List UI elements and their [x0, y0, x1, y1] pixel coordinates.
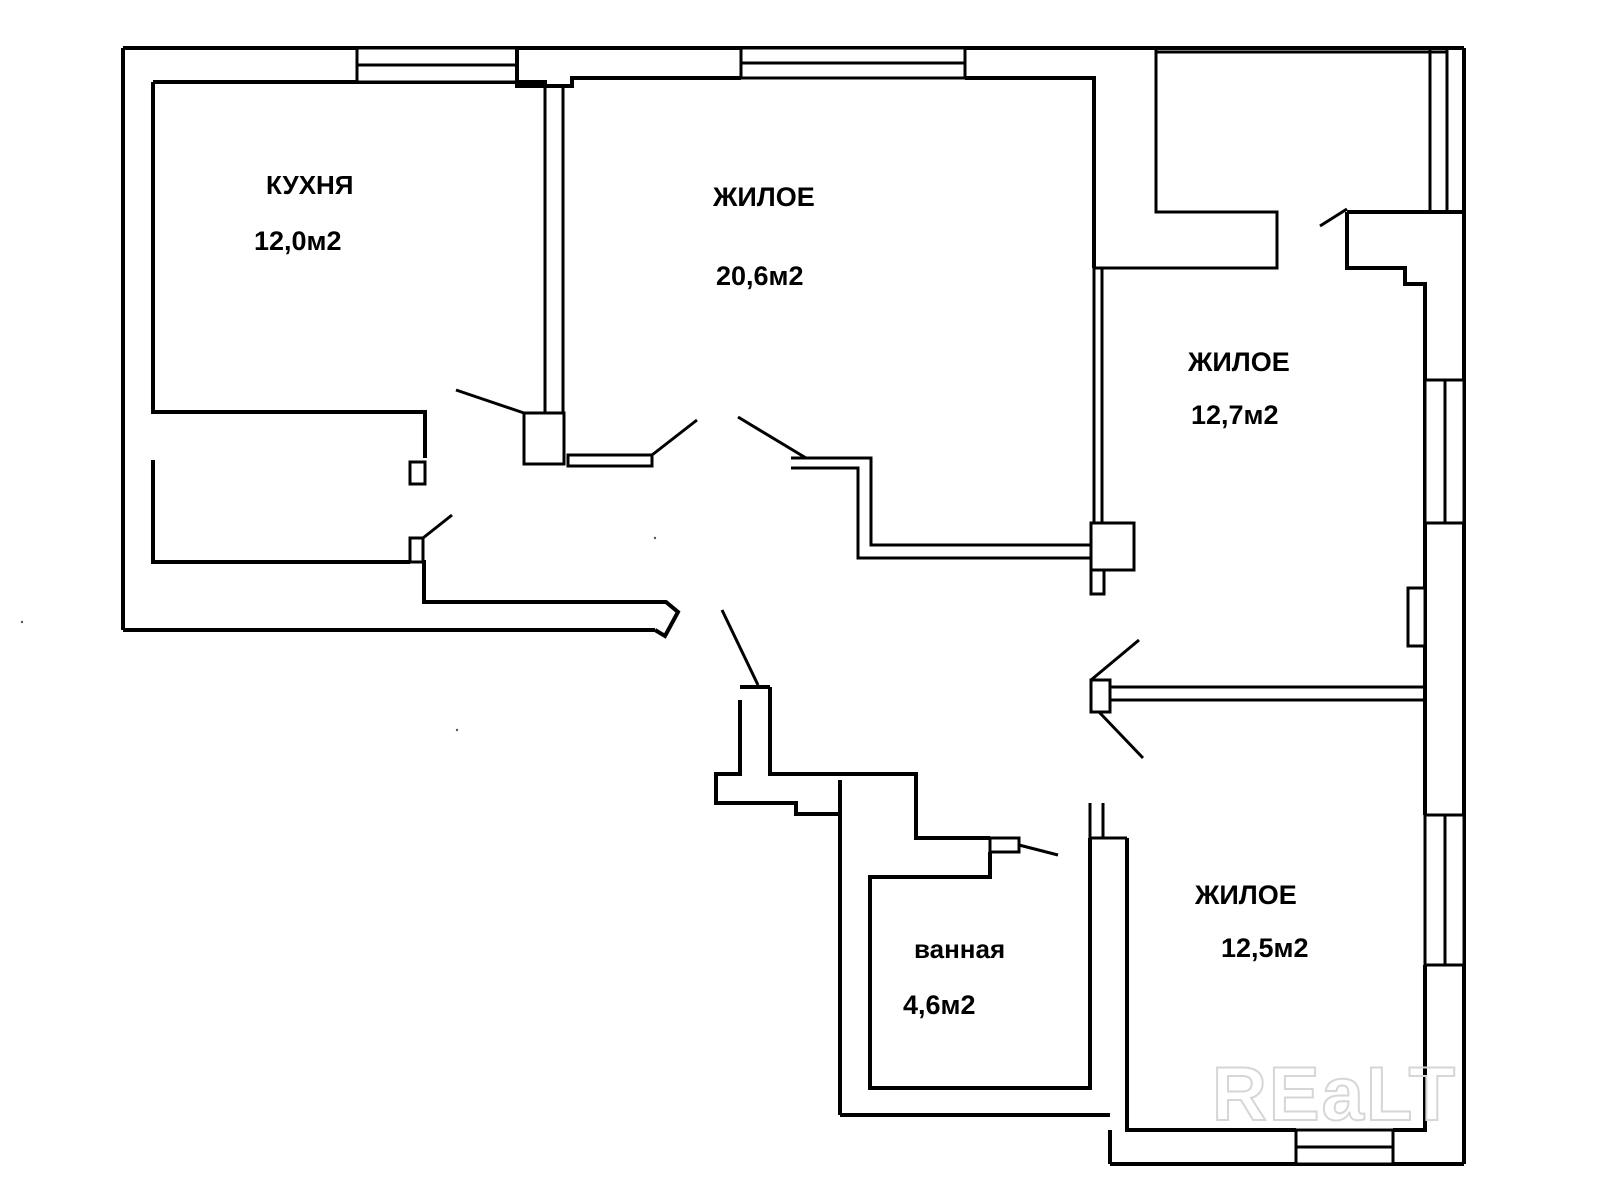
door-bedroom-2: [1097, 710, 1145, 760]
room-labels: КУХНЯ 12,0м2 ЖИЛОЕ 20,6м2 ЖИЛОЕ 12,7м2 Ж…: [254, 170, 1309, 1020]
exterior-walls: [121, 46, 1466, 1166]
bedroom-1-name: ЖИЛОЕ: [1187, 347, 1290, 377]
kitchen-walls: [151, 80, 681, 639]
bath-door-jamb: [988, 836, 1021, 854]
column-kitchen: [522, 411, 566, 466]
scan-speck: [653, 536, 657, 540]
door-living-left: [651, 418, 698, 457]
door-bedroom-1: [1090, 638, 1140, 682]
bedroom-2-name: ЖИЛОЕ: [1194, 880, 1297, 910]
bedroom-2-area: 12,5м2: [1221, 933, 1309, 963]
bedroom-walls: [1088, 378, 1466, 1166]
wall-pilaster: [1406, 586, 1427, 648]
door-kitchen: [455, 388, 525, 415]
scan-speck: [455, 728, 459, 732]
door-bath: [1018, 843, 1059, 857]
kitchen-wall-stub: [408, 460, 427, 486]
bathroom-area: 4,6м2: [903, 990, 976, 1020]
windows-top: [355, 46, 1096, 268]
hall-bath-walls: [714, 685, 1092, 1090]
door-living-right: [737, 415, 807, 460]
bedroom-1-area: 12,7м2: [1191, 400, 1279, 430]
living-room-name: ЖИЛОЕ: [712, 182, 815, 212]
door-niche: [422, 513, 453, 540]
door-balcony: [1319, 207, 1348, 228]
kitchen-area: 12,0м2: [254, 226, 342, 256]
door-entrance: [720, 609, 760, 686]
balcony: [1094, 48, 1464, 523]
door-swings: [422, 207, 1348, 857]
column-living-stub: [1089, 568, 1106, 596]
kitchen-name: КУХНЯ: [266, 170, 354, 200]
column-living: [1089, 521, 1136, 572]
scan-speck: [20, 620, 24, 624]
living-room-area: 20,6м2: [716, 261, 804, 291]
niche-wall-stub: [408, 536, 425, 564]
door-jamb-bedroom-1: [1089, 678, 1112, 714]
living-room-walls: [566, 268, 1136, 596]
realt-watermark: REaLT: [1212, 1052, 1457, 1137]
bathroom-name: ванная: [914, 934, 1005, 964]
